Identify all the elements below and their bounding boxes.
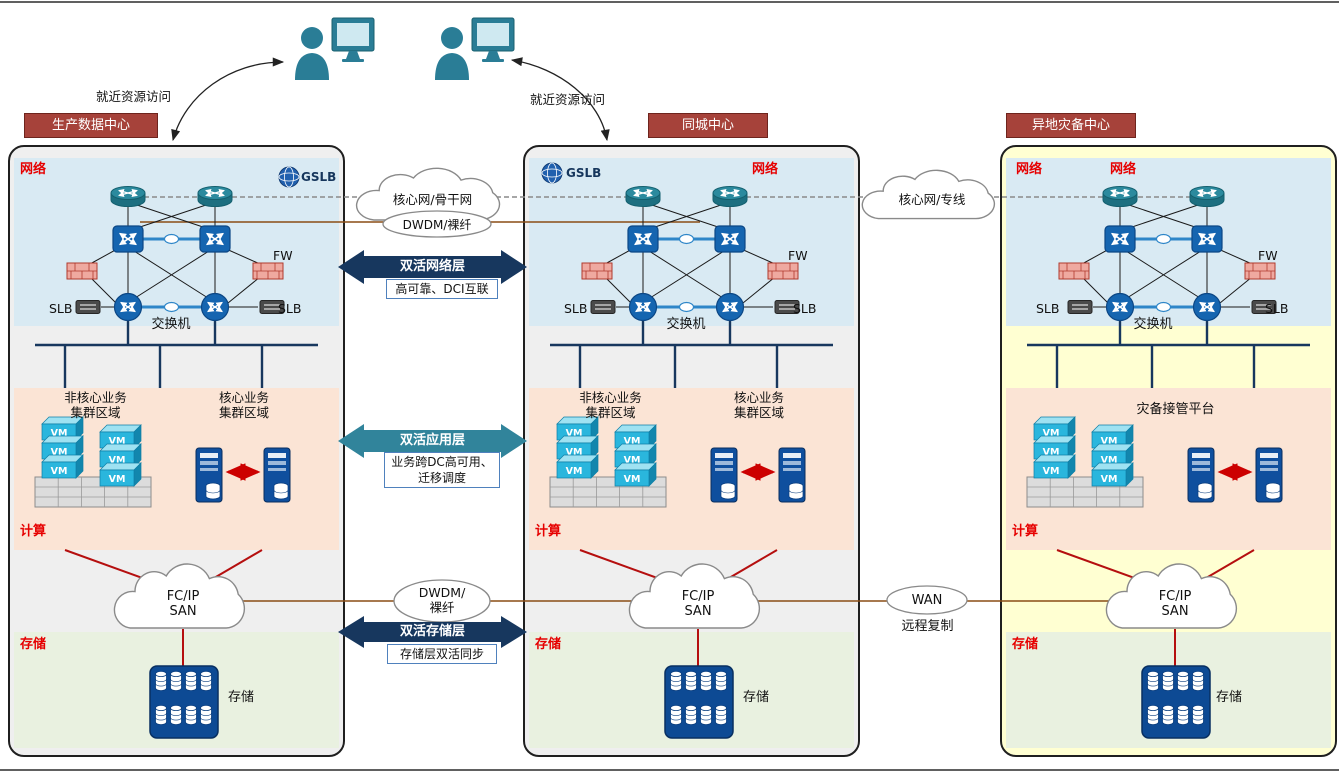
dc-title-production: 生产数据中心 <box>24 113 158 138</box>
zone-label-network-2: 网络 <box>1110 162 1137 177</box>
switch-label: 交换机 <box>1133 317 1173 332</box>
switch-label: 交换机 <box>666 317 706 332</box>
slb-label: SLB <box>793 301 817 316</box>
zone-label-network: 网络 <box>1016 162 1043 177</box>
zone-label-storage: 存储 <box>535 637 562 652</box>
wan-label: WAN <box>911 593 943 608</box>
fw-label: FW <box>788 248 808 263</box>
core-cluster-label: 核心业务 集群区域 <box>218 390 269 420</box>
monitor-icon <box>471 17 515 63</box>
zone-label-storage: 存储 <box>20 637 47 652</box>
fw-label: FW <box>1258 248 1278 263</box>
storage-layer-note: 存储层双活同步 <box>387 644 497 664</box>
zone-label-compute: 计算 <box>1012 524 1039 539</box>
user-icon <box>435 27 469 80</box>
backbone-cloud-label-left: 核心网/骨干网 <box>392 192 473 207</box>
storage-zone-production <box>14 632 339 748</box>
dwdm-bottom-label: DWDM/ 裸纤 <box>418 585 466 615</box>
slb-label: SLB <box>564 301 588 316</box>
zone-label-network: 网络 <box>20 162 47 177</box>
user-access-curve-left <box>171 57 285 142</box>
zone-label-compute: 计算 <box>535 524 562 539</box>
slb-label: SLB <box>1265 301 1289 316</box>
user-icon <box>295 27 329 80</box>
network-layer-arrow-label: 双活网络层 <box>399 259 465 274</box>
app-layer-note: 业务跨DC高可用、迁移调度 <box>384 452 500 488</box>
noncore-cluster-label: 非核心业务 集群区域 <box>579 390 642 420</box>
noncore-cluster-label: 非核心业务 集群区域 <box>64 390 127 420</box>
dwdm-top-label: DWDM/裸纤 <box>402 218 472 232</box>
san-cloud-label: FC/IP SAN <box>166 589 200 619</box>
storage-layer-arrow-label: 双活存储层 <box>399 624 465 639</box>
slb-label: SLB <box>1036 301 1060 316</box>
app-layer-arrow-label: 双活应用层 <box>399 433 465 448</box>
monitor-icon <box>331 17 375 63</box>
fw-label: FW <box>273 248 293 263</box>
storage-device-label: 存储 <box>228 690 255 705</box>
gslb-label: GSLB <box>566 166 602 180</box>
san-cloud-label: FC/IP SAN <box>1158 589 1192 619</box>
gslb-label: GSLB <box>301 170 337 184</box>
zone-label-compute: 计算 <box>20 524 47 539</box>
slb-label: SLB <box>278 301 302 316</box>
storage-zone-dr <box>1006 632 1331 748</box>
access-label-right: 就近资源访问 <box>530 92 606 107</box>
san-cloud-label: FC/IP SAN <box>681 589 715 619</box>
access-label-left: 就近资源访问 <box>96 89 172 104</box>
switch-label: 交换机 <box>151 317 191 332</box>
dr-platform-label: 灾备接管平台 <box>1136 402 1215 417</box>
storage-zone-metro <box>529 632 854 748</box>
network-layer-note: 高可靠、DCI互联 <box>386 279 498 299</box>
dc-title-metro: 同城中心 <box>648 113 768 138</box>
wan-note-label: 远程复制 <box>901 619 954 634</box>
zone-label-storage: 存储 <box>1012 637 1039 652</box>
storage-device-label: 存储 <box>1216 690 1243 705</box>
slb-label: SLB <box>49 301 73 316</box>
core-cluster-label: 核心业务 集群区域 <box>733 390 784 420</box>
backbone-cloud-label-right: 核心网/专线 <box>898 192 966 207</box>
dc-title-dr: 异地灾备中心 <box>1006 113 1136 138</box>
zone-label-network: 网络 <box>752 162 779 177</box>
storage-device-label: 存储 <box>743 690 770 705</box>
